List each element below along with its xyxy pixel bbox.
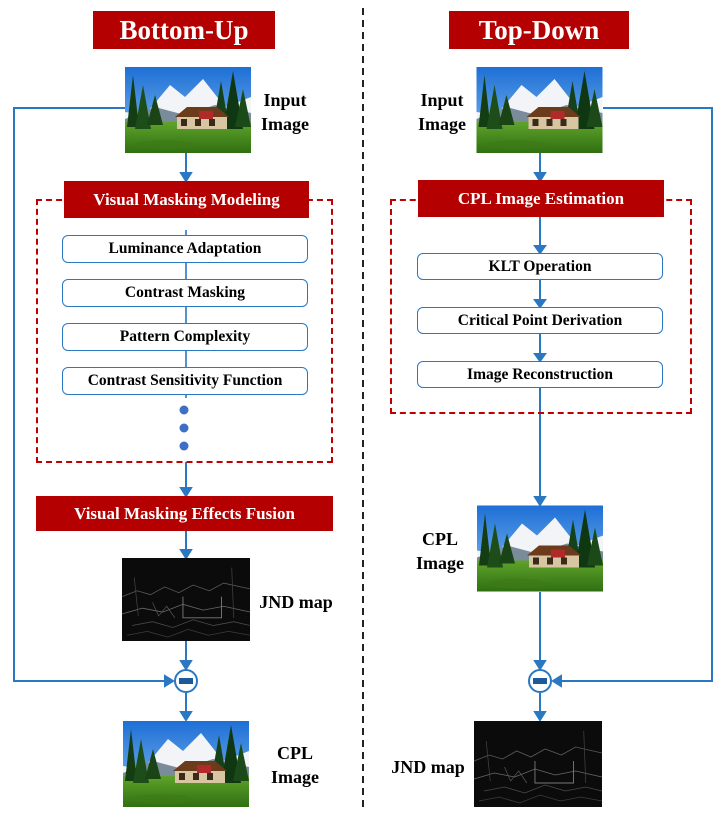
visual-masking-modeling-title: Visual Masking Modeling <box>64 181 309 218</box>
step-klt-operation: KLT Operation <box>417 253 663 280</box>
module-contrast-sensitivity-function: Contrast Sensitivity Function <box>62 367 308 395</box>
input-label-line2: Image <box>261 114 309 134</box>
input-label-line1: Input <box>263 90 307 110</box>
top-down-input-image <box>476 67 603 153</box>
bottom-up-cpl-image <box>123 721 249 807</box>
cpl-label-line1: CPL <box>277 743 313 763</box>
top-down-title: Top-Down <box>449 11 629 49</box>
module-pattern-complexity: Pattern Complexity <box>62 323 308 351</box>
bottom-up-input-image <box>125 67 251 153</box>
cpl-label-line2: Image <box>271 767 319 787</box>
module-contrast-masking: Contrast Masking <box>62 279 308 307</box>
visual-masking-effects-fusion: Visual Masking Effects Fusion <box>36 496 333 531</box>
cpl-image-estimation-title: CPL Image Estimation <box>418 180 664 217</box>
cpl-label-line2: Image <box>416 553 464 573</box>
top-down-jnd-label: JND map <box>391 757 465 777</box>
bottom-up-input-label: Input Image <box>250 88 320 136</box>
module-luminance-adaptation: Luminance Adaptation <box>62 235 308 263</box>
bottom-up-jnd-image <box>122 558 250 641</box>
bottom-up-cpl-label: CPL Image <box>260 741 330 789</box>
top-down-cpl-label: CPL Image <box>405 527 475 575</box>
step-image-reconstruction: Image Reconstruction <box>417 361 663 388</box>
top-down-cpl-image <box>477 505 603 592</box>
input-label-line1: Input <box>420 90 464 110</box>
top-down-input-label: Input Image <box>407 88 477 136</box>
cpl-label-line1: CPL <box>422 529 458 549</box>
bottom-up-jnd-label: JND map <box>259 592 333 612</box>
input-label-line2: Image <box>418 114 466 134</box>
top-down-jnd-image <box>474 721 602 807</box>
step-critical-point-derivation: Critical Point Derivation <box>417 307 663 334</box>
bottom-up-title: Bottom-Up <box>93 11 275 49</box>
